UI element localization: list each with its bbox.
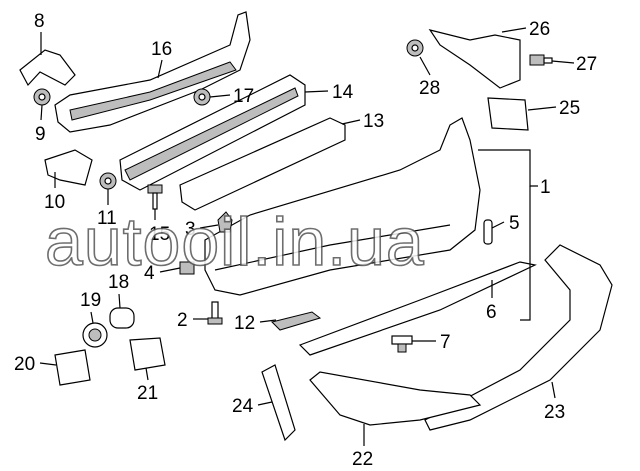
- callout-25: 25: [559, 98, 580, 119]
- part-3-clip: [217, 211, 233, 233]
- callout-5: 5: [509, 213, 520, 234]
- part-19-grommet: [82, 322, 108, 348]
- callout-24: 24: [232, 396, 254, 417]
- part-13-absorber: [179, 117, 346, 211]
- part-7-clip: [391, 335, 413, 353]
- callout-20: 20: [14, 354, 35, 375]
- part-26-bracket: [428, 29, 521, 89]
- part-18-sensor: [109, 307, 135, 329]
- part-25-sensor-bracket: [487, 97, 529, 131]
- callout-28: 28: [419, 78, 440, 99]
- callout-18: 18: [108, 272, 129, 293]
- part-22-valance: [309, 371, 482, 426]
- part-24-bracket: [261, 364, 296, 442]
- watermark: autooil.in.ua: [45, 204, 425, 280]
- callout-labels: 8 16 17 14 13 26 27 28 25 9 10 11 15 3 1…: [14, 11, 597, 470]
- part-16-absorber-upper: [54, 11, 251, 133]
- callout-10: 10: [44, 192, 65, 213]
- callout-17: 17: [233, 86, 254, 107]
- part-12-reflector: [271, 311, 322, 331]
- callout-11: 11: [97, 208, 117, 229]
- part-8-bracket: [19, 49, 76, 87]
- part-17-nut: [193, 88, 211, 106]
- callout-12: 12: [234, 313, 255, 334]
- callout-23: 23: [544, 402, 565, 423]
- callout-6: 6: [486, 302, 497, 323]
- callout-8: 8: [34, 11, 45, 32]
- part-28-nut: [406, 39, 424, 57]
- callout-7: 7: [440, 332, 451, 353]
- callout-1: 1: [540, 177, 551, 198]
- callout-9: 9: [35, 124, 46, 145]
- part-20-bracket: [54, 349, 91, 386]
- leader-lines: [39, 27, 575, 446]
- part-11-nut: [99, 172, 117, 190]
- part-14-reinforcement: [119, 74, 306, 191]
- callout-19: 19: [80, 290, 101, 311]
- part-9-nut: [33, 88, 51, 106]
- callout-2: 2: [177, 310, 188, 331]
- part-6-reinforcement: [298, 261, 537, 356]
- part-1-bumper-cover: [204, 117, 481, 296]
- callout-21: 21: [137, 383, 158, 404]
- callout-14: 14: [332, 82, 354, 103]
- part-10-bracket: [44, 149, 93, 186]
- callout-27: 27: [576, 54, 597, 75]
- callout-3: 3: [185, 219, 196, 240]
- part-2-bolt: [207, 301, 223, 325]
- part-5-sensor: [483, 219, 493, 245]
- callout-16: 16: [151, 39, 172, 60]
- callout-22: 22: [352, 449, 373, 470]
- part-27-screw: [529, 54, 553, 66]
- callout-4: 4: [144, 263, 155, 284]
- callout-13: 13: [363, 111, 384, 132]
- part-21-bracket: [129, 337, 166, 371]
- callout-15: 15: [149, 224, 170, 245]
- callout-26: 26: [529, 19, 550, 40]
